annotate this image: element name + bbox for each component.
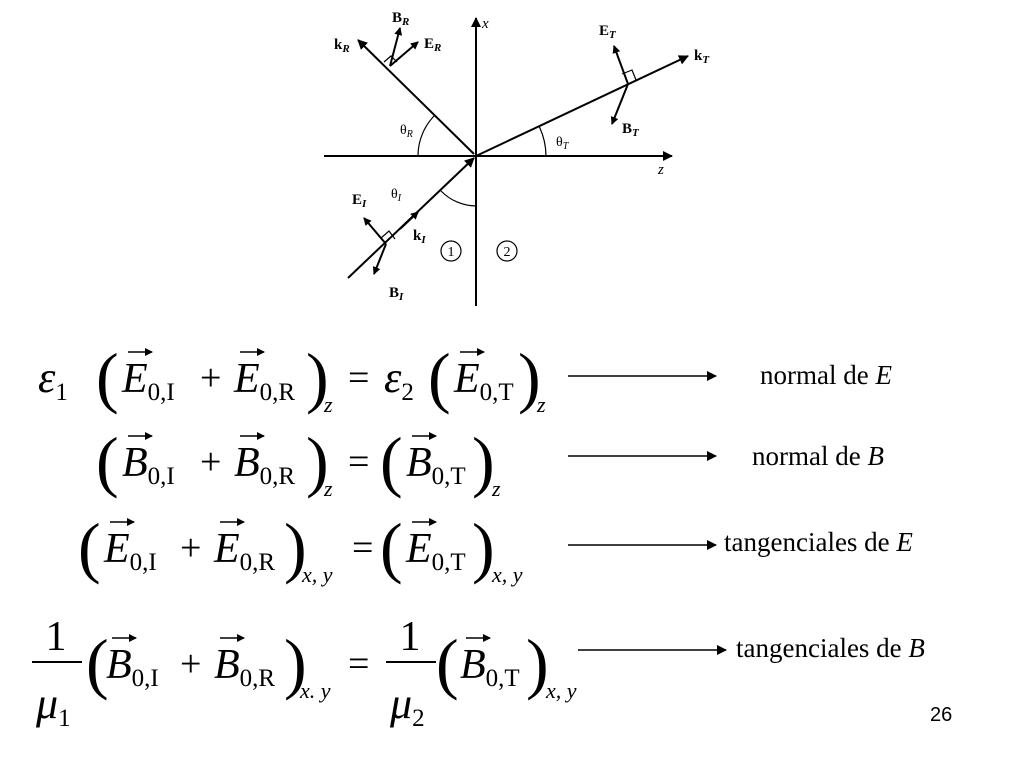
eq4-term1: B0,I — [106, 642, 159, 692]
eq2-term1: B0,I — [122, 440, 175, 490]
transmitted-right-angle — [621, 69, 637, 81]
z-axis-label: z — [657, 162, 664, 178]
eq1-label: normal de E — [760, 360, 892, 390]
eq1-lhs-close-paren: ) — [306, 339, 329, 415]
eq1-epsilon-2: ε2 — [384, 353, 414, 406]
incident-k-label: kI — [413, 228, 426, 246]
transmitted-e-label: ET — [599, 23, 617, 41]
eq2-term2: B0,R — [234, 440, 295, 490]
eq4-lhs-component: x. y — [299, 678, 331, 703]
eq4-rhs-close-paren: ) — [526, 625, 549, 701]
eq4-label: tangenciales de B — [736, 633, 925, 663]
theta-r-label: θR — [400, 123, 413, 140]
eq3-label: tangenciales de E — [724, 527, 913, 557]
eq1-lhs-open-paren: ( — [96, 339, 119, 415]
eq1-equals: = — [348, 357, 369, 399]
incident-b-vector — [372, 243, 387, 275]
reflected-ray — [357, 39, 475, 155]
theta-i-label: θI — [391, 187, 402, 204]
theta-r-arc — [417, 114, 436, 157]
eq4-plus: + — [180, 643, 201, 685]
eq3-lhs-component: x, y — [301, 562, 333, 587]
reflected-b-label: BR — [392, 10, 409, 28]
eq3-rhs-component: x, y — [491, 562, 523, 587]
eq1-rhs-term: E0,T — [453, 356, 514, 406]
incident-b-label: BI — [389, 285, 404, 303]
eq3-term1: E0,I — [103, 526, 157, 576]
theta-i-arc — [440, 190, 477, 207]
transmitted-ray — [475, 55, 689, 157]
eq4-term2: B0,R — [214, 642, 275, 692]
reflected-e-label: ER — [424, 36, 441, 54]
eq2-lhs-open-paren: ( — [96, 423, 119, 499]
eq4-rhs-component: x, y — [545, 678, 577, 703]
page-number: 26 — [930, 704, 953, 726]
eq1-lhs-component: z — [323, 392, 333, 417]
eq2-rhs-term: B0,T — [406, 440, 466, 490]
equation-normal-e: ε1 ( E0,I + E0,R ) z = ε2 ( E0,T ) z — [38, 339, 717, 417]
eq2-plus: + — [200, 441, 221, 483]
medium-1-circle — [440, 240, 462, 262]
eq2-rhs-open-paren: ( — [380, 423, 403, 499]
eq4-lhs-numerator: 1 — [46, 614, 67, 660]
eq4-rhs-term: B0,T — [460, 642, 520, 692]
incident-right-angle — [380, 230, 396, 240]
eq1-plus: + — [200, 357, 221, 399]
eq4-equals: = — [348, 643, 369, 685]
reflected-b-vector — [389, 27, 403, 67]
reflection-diagram: x z 1 2 EI kI BI θI kR BR ER — [324, 10, 710, 306]
eq3-plus: + — [180, 527, 201, 569]
incident-e-vector — [363, 217, 387, 245]
eq3-lhs-open-paren: ( — [78, 509, 101, 585]
eq4-rhs-numerator: 1 — [400, 614, 421, 660]
incident-e-label: EI — [352, 192, 367, 210]
eq1-term2: E0,R — [233, 356, 295, 406]
eq3-rhs-open-paren: ( — [380, 509, 403, 585]
eq2-lhs-close-paren: ) — [306, 423, 329, 499]
equation-tangential-e: ( E0,I + E0,R ) x, y = ( E0,T ) x, y — [78, 509, 717, 587]
transmitted-k-label: kT — [694, 48, 710, 66]
eq1-rhs-close-paren: ) — [518, 339, 541, 415]
theta-t-label: θT — [556, 135, 570, 152]
eq3-term2: E0,R — [213, 526, 275, 576]
eq1-rhs-open-paren: ( — [428, 339, 451, 415]
incident-ray-arrow — [399, 211, 419, 230]
eq1-rhs-component: z — [536, 392, 546, 417]
transmitted-b-vector — [610, 83, 629, 125]
transmitted-e-vector — [612, 45, 629, 85]
eq3-equals: = — [352, 527, 373, 569]
reflected-e-vector — [389, 41, 419, 67]
eq3-rhs-term: E0,T — [405, 526, 466, 576]
eq4-rhs-open-paren: ( — [436, 625, 459, 701]
transmitted-b-label: BT — [622, 121, 640, 139]
eq2-lhs-component: z — [323, 476, 333, 501]
eq1-epsilon-1: ε1 — [38, 353, 68, 406]
equation-normal-b: ( B0,I + B0,R ) z = ( B0,T ) z — [96, 423, 717, 501]
eq4-lhs-close-paren: ) — [284, 625, 307, 701]
eq4-rhs-denominator: μ2 — [389, 679, 425, 732]
theta-t-arc — [538, 125, 547, 157]
eq4-lhs-open-paren: ( — [86, 625, 109, 701]
medium-2-circle — [496, 240, 518, 262]
eq3-rhs-close-paren: ) — [472, 509, 495, 585]
reflected-right-angle — [383, 55, 398, 63]
equation-tangential-b: 1 μ1 ( B0,I + B0,R ) x. y = 1 μ2 ( B0,T … — [32, 614, 727, 732]
eq2-rhs-close-paren: ) — [472, 423, 495, 499]
x-axis-label: x — [481, 16, 489, 32]
eq1-term1: E0,I — [121, 356, 175, 406]
eq2-equals: = — [348, 441, 369, 483]
medium-2-label: 2 — [504, 245, 511, 260]
eq4-lhs-denominator: μ1 — [35, 679, 71, 732]
eq3-lhs-close-paren: ) — [284, 509, 307, 585]
medium-1-label: 1 — [448, 245, 455, 260]
reflected-k-label: kR — [334, 37, 350, 55]
eq2-rhs-component: z — [491, 476, 501, 501]
eq2-label: normal de B — [752, 441, 884, 471]
